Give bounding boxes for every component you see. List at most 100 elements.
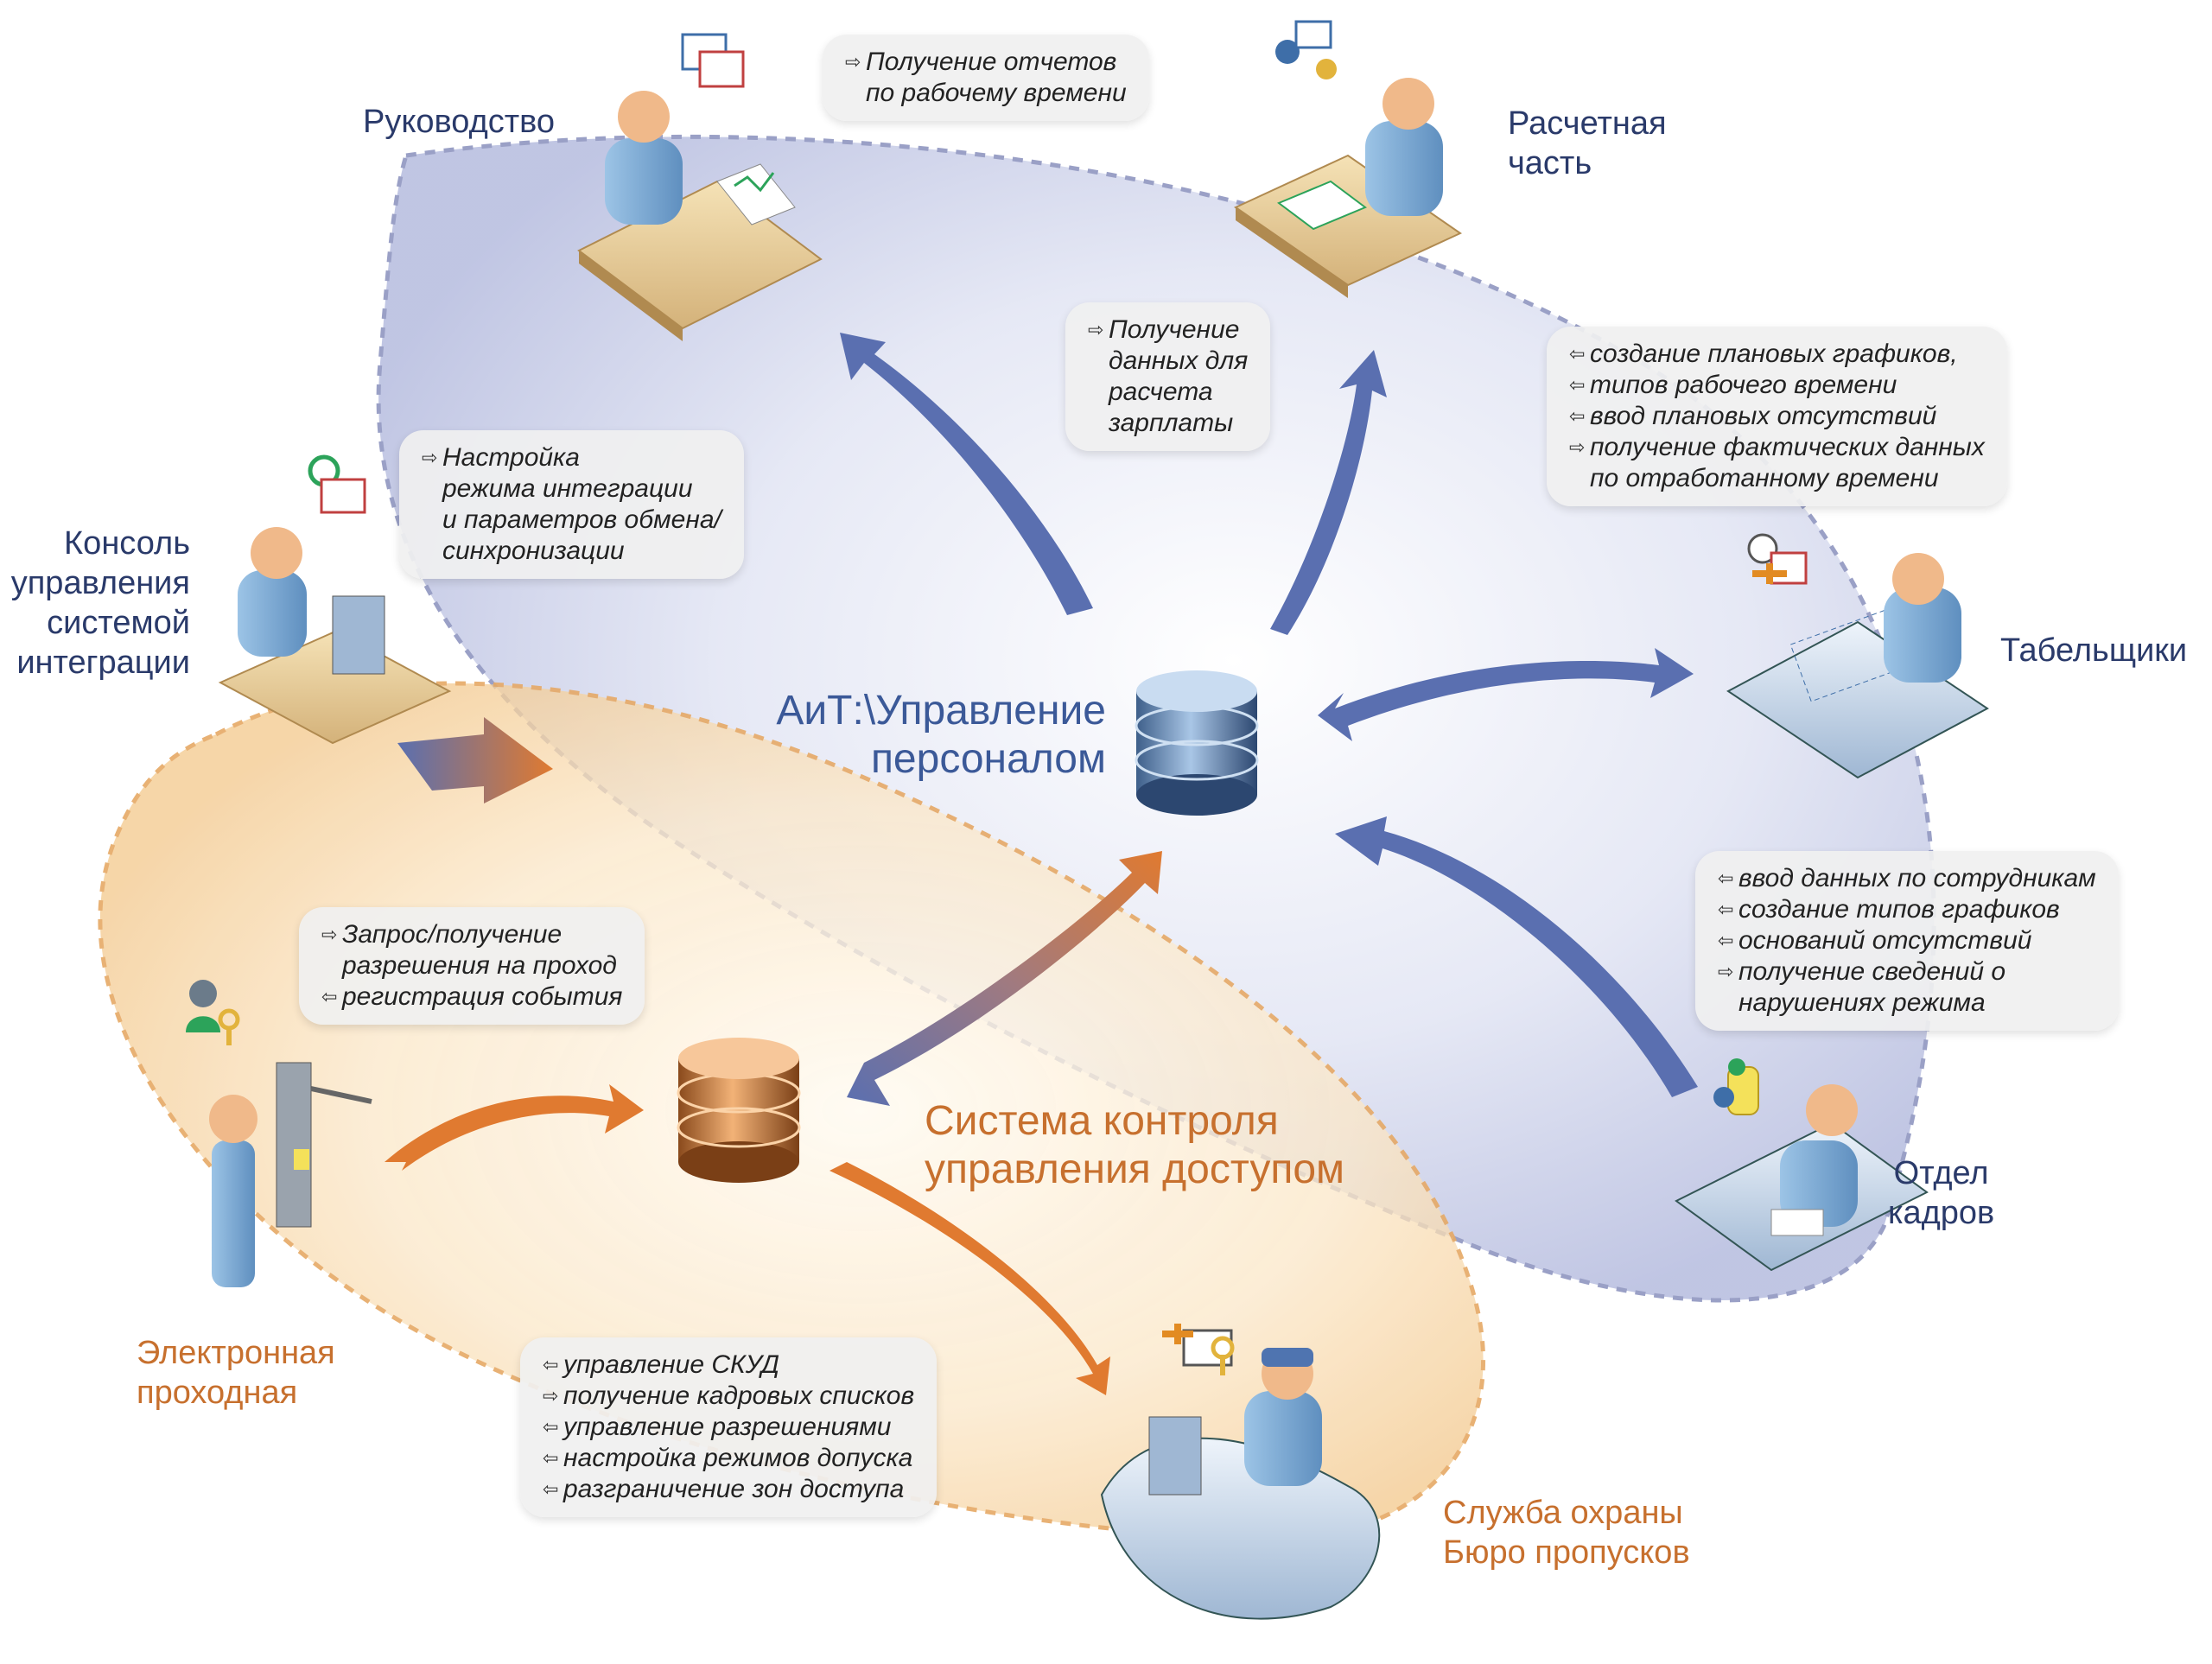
callout-text: Запрос/получение (342, 920, 563, 949)
callout-line: ⇦управление СКУД (543, 1350, 914, 1381)
timekeepers-label: Табельщики (2000, 632, 2188, 669)
report-window-icon (681, 33, 745, 88)
arrow-left-icon: ⇦ (1569, 405, 1586, 427)
callout-line: по рабочему времени (845, 78, 1127, 109)
card-key-icon (1162, 1324, 1235, 1375)
callout-line: ⇨получение сведений о (1718, 956, 2096, 988)
callout-text: данных для (1109, 346, 1249, 375)
callout-line: ⇦разграничение зон доступа (543, 1474, 914, 1505)
callout-line: нарушениях режима (1718, 988, 2096, 1019)
callout-line: расчета (1088, 377, 1248, 408)
arrow-left-icon: ⇦ (1718, 930, 1734, 951)
hr-department-figure (1675, 1084, 1929, 1272)
callout-text: создание плановых графиков, (1590, 340, 1958, 368)
arrow-left-icon: ⇦ (543, 1354, 559, 1375)
callout-text: зарплаты (1109, 409, 1234, 437)
management-label: Руководство (363, 104, 556, 140)
security-figure (1100, 1348, 1381, 1620)
callout-text: получение фактических данных (1590, 433, 1985, 461)
arrow-right-icon: ⇨ (422, 447, 438, 468)
callout-text: разрешения на проход (342, 951, 617, 980)
security-label: Служба охраны Бюро пропусков (1443, 1495, 1690, 1571)
callout-text: и параметров обмена/ (442, 505, 721, 534)
console-figure (218, 527, 452, 745)
blue-arrows (840, 333, 1698, 1097)
arrow-right-icon: ⇨ (845, 51, 861, 73)
callout-line: разрешения на проход (321, 950, 622, 981)
callout-line: ⇦типов рабочего времени (1569, 370, 1985, 401)
callout-line: ⇦ввод плановых отсутствий (1569, 401, 1985, 432)
callout-text: получение кадровых списков (563, 1381, 915, 1410)
hr-department-callout: ⇦ввод данных по сотрудникам⇦создание тип… (1695, 851, 2119, 1031)
checkpoint-label: Электронная проходная (137, 1335, 335, 1411)
callout-line: ⇨Запрос/получение (321, 919, 622, 950)
orange-arrows (385, 1084, 1110, 1395)
checkpoint-figure (209, 1062, 372, 1287)
callout-text: Получение (1109, 315, 1240, 344)
hr-department-label: Отдел кадров (1888, 1155, 1995, 1231)
callout-line: ⇦создание типов графиков (1718, 894, 2096, 925)
callout-text: создание типов графиков (1738, 895, 2060, 924)
arrow-from-hr-department (1335, 816, 1698, 1097)
console-label: Консоль управления системой интеграции (10, 525, 190, 681)
callout-text: по отработанному времени (1590, 464, 1939, 492)
arrow-console-to-access (397, 717, 553, 803)
management-figure (577, 91, 823, 341)
arrow-right-icon: ⇨ (1569, 436, 1586, 458)
callout-text: ввод данных по сотрудникам (1738, 864, 2096, 892)
arrow-left-icon: ⇦ (1569, 343, 1586, 365)
callout-line: данных для (1088, 346, 1248, 377)
callout-line: зарплаты (1088, 408, 1248, 439)
access-system-title: Система контроля управления доступом (925, 1098, 1345, 1192)
callout-text: расчета (1109, 378, 1213, 406)
timekeepers-figure (1726, 553, 1989, 779)
callout-line: ⇦настройка режимов допуска (543, 1443, 914, 1474)
callout-line: ⇨Настройка (422, 442, 721, 473)
callout-text: получение сведений о (1738, 957, 2006, 986)
callout-line: ⇨Получение (1088, 314, 1248, 346)
arrow-right-icon: ⇨ (1088, 319, 1104, 340)
timekeepers-callout: ⇦создание плановых графиков,⇦типов рабоч… (1547, 327, 2007, 506)
callout-line: ⇨получение кадровых списков (543, 1381, 914, 1412)
arrow-left-icon: ⇦ (1569, 374, 1586, 396)
user-database-icon (1713, 1058, 1759, 1115)
arrow-to-payroll (1270, 350, 1387, 635)
callout-text: оснований отсутствий (1738, 926, 2032, 955)
access-database (677, 1038, 801, 1183)
callout-line: ⇨получение фактических данных (1569, 432, 1985, 463)
hr-database (1135, 670, 1259, 816)
callout-line: ⇦ввод данных по сотрудникам (1718, 863, 2096, 894)
callout-text: по рабочему времени (866, 79, 1127, 107)
callout-line: синхронизации (422, 536, 721, 567)
callout-text: синхронизации (442, 537, 625, 565)
callout-text: управление разрешениями (563, 1413, 892, 1441)
arrow-left-icon: ⇦ (1718, 899, 1734, 920)
hr-system-title: АиТ:\Управление персоналом (776, 688, 1106, 782)
callout-line: ⇦регистрация события (321, 981, 622, 1013)
arrow-left-icon: ⇦ (543, 1447, 559, 1469)
callout-line: по отработанному времени (1569, 463, 1985, 494)
user-key-icon (186, 980, 240, 1045)
management-callout: ⇨Получение отчетов по рабочему времени (823, 35, 1149, 121)
callout-line: ⇦оснований отсутствий (1718, 925, 2096, 956)
callout-text: режима интеграции (442, 474, 693, 503)
callout-text: типов рабочего времени (1590, 371, 1897, 399)
sync-calendar-icon (308, 454, 366, 514)
clock-calendar-icon (1747, 533, 1808, 585)
arrow-left-icon: ⇦ (543, 1478, 559, 1500)
arrow-between-databases (847, 851, 1162, 1106)
arrow-left-icon: ⇦ (543, 1416, 559, 1438)
callout-text: разграничение зон доступа (563, 1475, 905, 1503)
callout-line: ⇦управление разрешениями (543, 1412, 914, 1443)
callout-text: нарушениях режима (1738, 988, 1986, 1017)
arrow-right-icon: ⇨ (321, 924, 338, 945)
callout-text: Получение отчетов (866, 48, 1117, 76)
arrow-left-icon: ⇦ (1718, 867, 1734, 889)
payroll-label: Расчетная часть (1508, 105, 1667, 181)
callout-text: Настройка (442, 443, 580, 472)
arrow-to-timekeepers (1318, 648, 1694, 741)
